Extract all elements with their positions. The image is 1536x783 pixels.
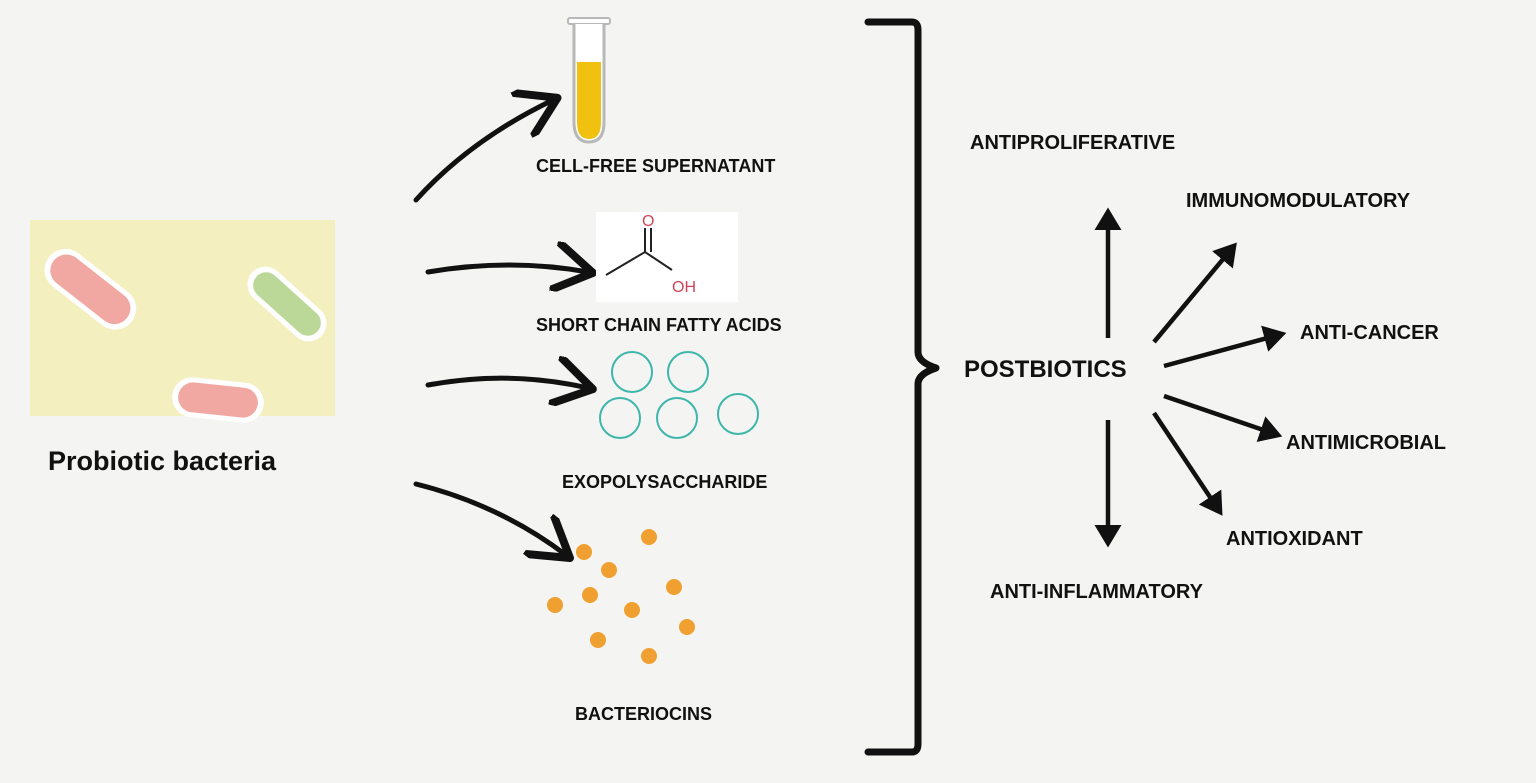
effect-antioxidant-label: ANTIOXIDANT — [1226, 528, 1363, 550]
polysaccharide-rings-icon — [599, 351, 759, 439]
hydroxyl-label: OH — [672, 279, 696, 296]
bacteriocin-dots-icon — [547, 529, 695, 664]
test-tube-icon — [567, 17, 611, 144]
effect-antimicrobial-label: ANTIMICROBIAL — [1286, 432, 1446, 454]
oxygen-atom-label: O — [642, 213, 654, 230]
probiotic-bacteria-label: Probiotic bacteria — [48, 446, 277, 476]
bacterium-green — [247, 266, 327, 342]
arrow-to-exopolysaccharide — [425, 378, 588, 388]
product-bacteriocins-label: BACTERIOCINS — [575, 704, 713, 724]
postbiotics-label: POSTBIOTICS — [964, 356, 1127, 383]
arrow-immunomodulatory — [1152, 242, 1237, 344]
product-exopolysaccharide-label: EXOPOLYSACCHARIDE — [562, 472, 768, 492]
product-short-chain-fatty-acids-label: SHORT CHAIN FATTY ACIDS — [536, 315, 782, 335]
arrow-to-bacteriocins — [413, 481, 566, 555]
product-cell-free-supernatant-label: CELL-FREE SUPERNATANT — [536, 156, 776, 176]
effect-antiproliferative-label: ANTIPROLIFERATIVE — [970, 132, 1176, 154]
bacteria-panel — [30, 220, 335, 423]
grouping-bracket — [864, 18, 940, 756]
bacterium-pink-large — [44, 248, 137, 330]
arrow-to-scfa — [425, 265, 588, 272]
arrow-anticancer — [1163, 325, 1287, 369]
arrow-antioxidant — [1152, 411, 1223, 516]
acetic-acid-molecule-icon: O OH — [596, 212, 738, 302]
effect-antiinflammatory-label: ANTI-INFLAMMATORY — [990, 581, 1203, 603]
effect-immunomodulatory-label: IMMUNOMODULATORY — [1186, 190, 1411, 212]
bacterium-pink-small — [172, 377, 264, 423]
arrow-antimicrobial — [1163, 393, 1283, 442]
arrow-to-supernatant — [413, 100, 553, 203]
effect-anticancer-label: ANTI-CANCER — [1300, 322, 1439, 344]
